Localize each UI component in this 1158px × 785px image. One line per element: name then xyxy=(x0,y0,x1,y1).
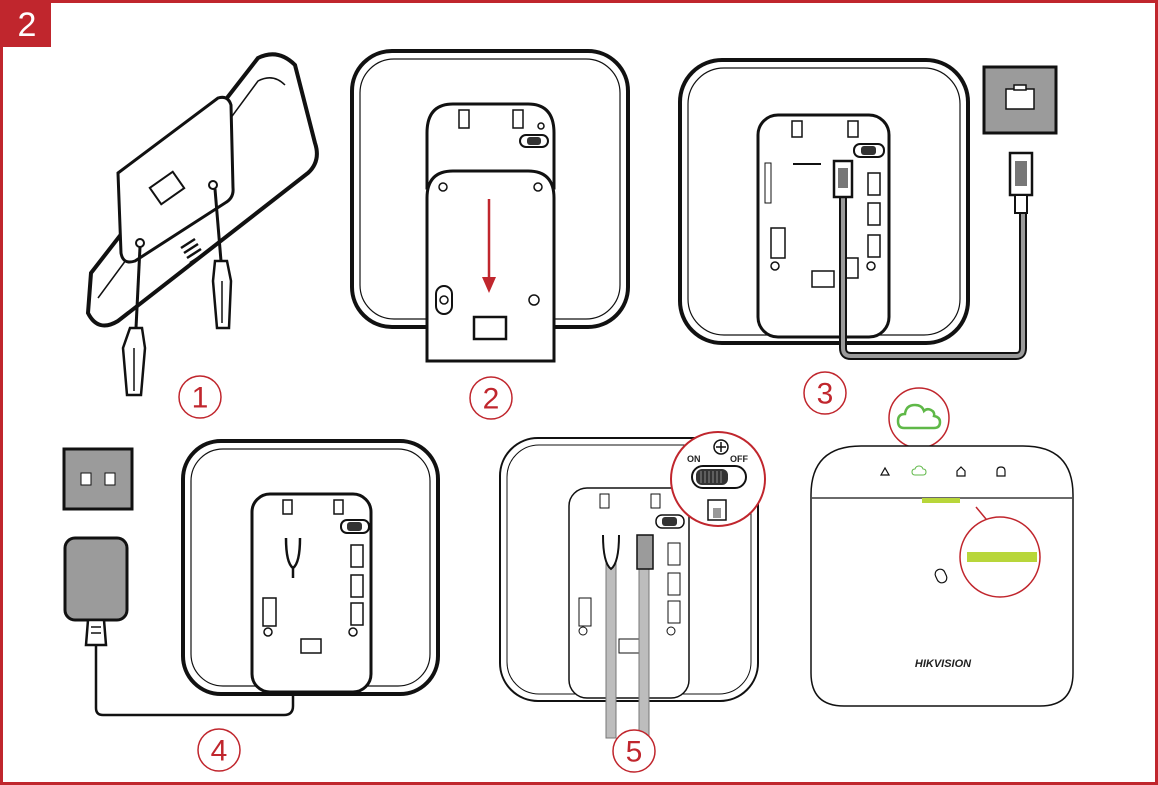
ethernet-cable-icon xyxy=(1008,151,1034,214)
step-marker-5: 5 xyxy=(612,729,656,773)
step-number: 2 xyxy=(483,383,500,416)
step4-illustration xyxy=(62,439,440,717)
slide-down-arrow-icon xyxy=(482,199,496,293)
step-number: 5 xyxy=(626,736,643,769)
step-number: 3 xyxy=(817,378,834,411)
control-panel-front: HIKVISION xyxy=(810,387,1074,707)
power-switch-icon xyxy=(691,439,747,521)
brand-logo: HIKVISION xyxy=(915,658,972,670)
step-group-number-badge: 2 xyxy=(3,3,51,47)
power-adapter-icon xyxy=(63,536,129,647)
tamper-icon xyxy=(934,568,948,584)
step-marker-2: 2 xyxy=(469,376,513,420)
step-marker-1: 1 xyxy=(178,375,222,419)
step-number: 4 xyxy=(211,735,228,768)
step-number: 1 xyxy=(192,382,209,415)
step2-illustration xyxy=(350,49,630,363)
step5-illustration: ON OFF xyxy=(499,431,766,739)
switch-off-label: OFF xyxy=(730,454,748,464)
switch-on-label: ON xyxy=(687,454,701,464)
warning-icon xyxy=(879,466,891,476)
installation-diagram: ON OFF xyxy=(62,49,1074,773)
step-marker-3: 3 xyxy=(803,371,847,415)
screwdriver-icon xyxy=(211,188,233,330)
step1-illustration xyxy=(85,52,319,397)
step-marker-4: 4 xyxy=(197,728,241,772)
power-socket-icon xyxy=(62,447,134,511)
home-icon xyxy=(956,466,966,477)
screwdriver-icon xyxy=(121,246,147,397)
led-cloud-icon xyxy=(911,465,927,476)
cloud-icon xyxy=(888,387,950,449)
ethernet-port-icon xyxy=(982,65,1058,135)
step3-illustration xyxy=(678,58,1058,360)
alarm-icon xyxy=(996,466,1006,477)
